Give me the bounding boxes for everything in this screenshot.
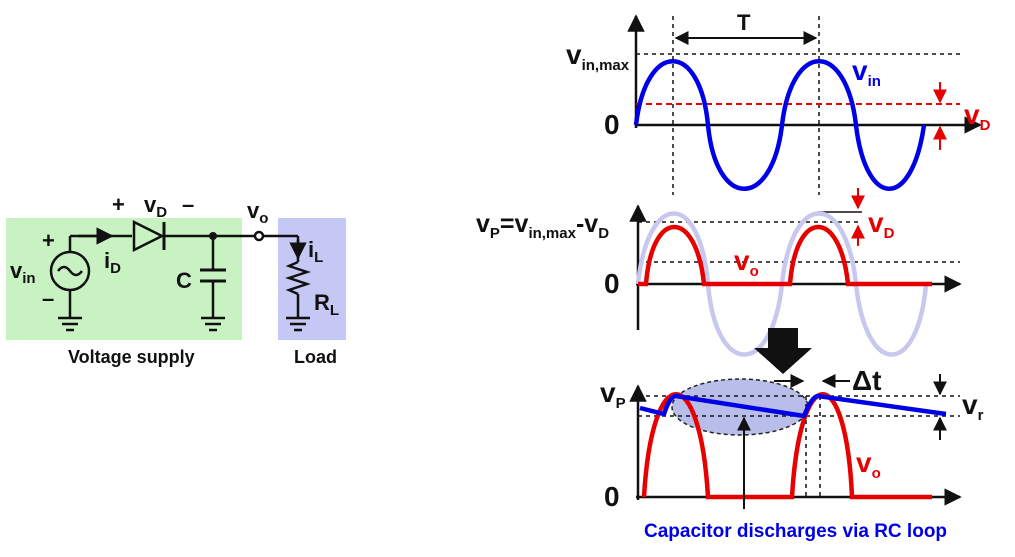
- vin-waveform: [633, 59, 927, 191]
- vd-label-2: vD: [868, 207, 895, 242]
- diode-icon: [132, 219, 165, 253]
- zero-label-1: 0: [604, 109, 620, 140]
- plot-vo-rectified: vD vo 0 vP=vin,max-vD: [476, 188, 962, 357]
- vo-rectified-waveform: [638, 225, 932, 287]
- output-node: [253, 230, 265, 242]
- zero-label-3: 0: [604, 481, 620, 512]
- vp-equation: vP=vin,max-vD: [476, 210, 609, 242]
- vd-label-1: vD: [964, 99, 991, 134]
- vo-filtered-waveform: [639, 393, 947, 419]
- source-plus: +: [42, 228, 55, 253]
- load-resistor-label: RL: [314, 290, 339, 319]
- vin-max-label: vin,max: [566, 39, 630, 74]
- output-label: vo: [247, 198, 268, 227]
- discharge-note: Capacitor discharges via RC loop: [644, 521, 947, 542]
- vo-label-2: vo: [734, 245, 759, 280]
- load-current-label: iL: [308, 237, 323, 266]
- vp-label: vP: [600, 377, 626, 412]
- diode-plus: +: [112, 192, 125, 217]
- transition-arrow-icon: [754, 328, 812, 374]
- load-resistor-icon: [285, 260, 311, 296]
- diode-voltage-label: vD: [144, 192, 167, 221]
- circuit-schematic: + – vin + vD – iD C vo iL RL Voltage sup…: [6, 192, 346, 367]
- vr-label: vr: [962, 389, 984, 424]
- plot-vin: T vin,max 0 vin vD: [566, 10, 991, 195]
- zero-label-2: 0: [604, 268, 620, 299]
- vin-label: vin: [852, 55, 881, 90]
- plot-vo-filtered: Δt vr vP vo 0 Capacitor discharges via R…: [600, 365, 984, 542]
- diode-current-label: iD: [104, 248, 121, 277]
- vo-label-3: vo: [856, 447, 881, 482]
- supply-caption: Voltage supply: [68, 347, 195, 367]
- vo-rectified-ghost: [641, 392, 932, 500]
- source-label: vin: [10, 258, 36, 287]
- delta-t-label: Δt: [852, 365, 881, 396]
- voltage-supply-box: [6, 218, 242, 340]
- load-caption: Load: [294, 347, 337, 367]
- diode-minus: –: [182, 192, 194, 217]
- source-minus: –: [42, 286, 54, 311]
- period-label: T: [737, 10, 751, 35]
- capacitor-label: C: [176, 268, 192, 293]
